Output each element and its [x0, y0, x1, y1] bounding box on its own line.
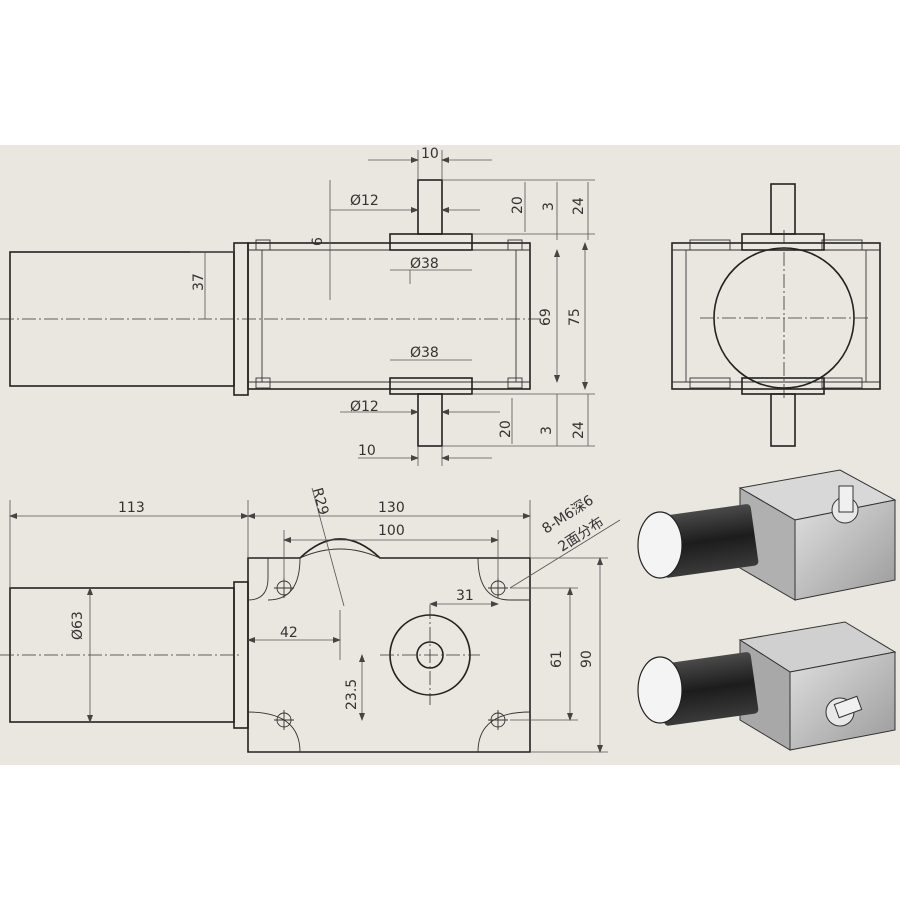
dim-corner-radius: R29 — [309, 486, 332, 517]
dim-shaft-offset-y: 23.5 — [344, 679, 360, 710]
dim-outer-height: 75 — [567, 308, 583, 326]
side-shaft-bottom — [770, 393, 796, 447]
dim-boss-diameter-bottom: Ø38 — [410, 345, 439, 361]
dim-collar-bottom: 3 — [539, 426, 555, 435]
dim-motor-length: 113 — [118, 500, 145, 516]
dim-inner-height: 69 — [538, 308, 554, 326]
top-view: 10 Ø12 6 Ø38 37 20 3 24 69 75 Ø38 — [0, 146, 595, 466]
dim-gearbox-height: 90 — [579, 650, 595, 668]
gearbox-side — [671, 242, 881, 390]
dim-boss-diameter-top: Ø38 — [410, 256, 439, 272]
dim-shaft-diameter-bottom: Ø12 — [350, 399, 379, 415]
dim-gearbox-length: 130 — [378, 500, 405, 516]
render-top — [637, 469, 897, 601]
dim-shaft-diameter-top: Ø12 — [350, 193, 379, 209]
dim-shaft-total-top: 24 — [571, 197, 587, 215]
dim-hole-spacing-horizontal: 100 — [378, 523, 405, 539]
render-bottom — [637, 621, 897, 751]
side-view — [671, 183, 881, 447]
dim-hole-spacing-vertical: 61 — [549, 650, 565, 668]
gearbox-body-top — [247, 242, 531, 390]
dim-shaft-total-bottom: 24 — [571, 421, 587, 439]
dim-collar-top: 3 — [541, 202, 557, 211]
dim-edge-offset: 31 — [456, 588, 474, 604]
dim-shaft-width-bottom: 10 — [358, 443, 376, 459]
output-shaft-bottom — [417, 393, 443, 447]
dim-flange-thickness: 6 — [310, 237, 326, 246]
side-shaft-top — [770, 183, 796, 235]
mounting-holes — [274, 578, 508, 730]
dim-motor-diameter: Ø63 — [70, 611, 86, 640]
dim-shaft-length-top: 20 — [510, 196, 526, 214]
dim-shaft-length-bottom: 20 — [498, 420, 514, 438]
dim-shaft-width-top: 10 — [421, 146, 439, 162]
dim-shaft-offset-x: 42 — [280, 625, 298, 641]
dim-motor-half-width: 37 — [191, 273, 207, 291]
